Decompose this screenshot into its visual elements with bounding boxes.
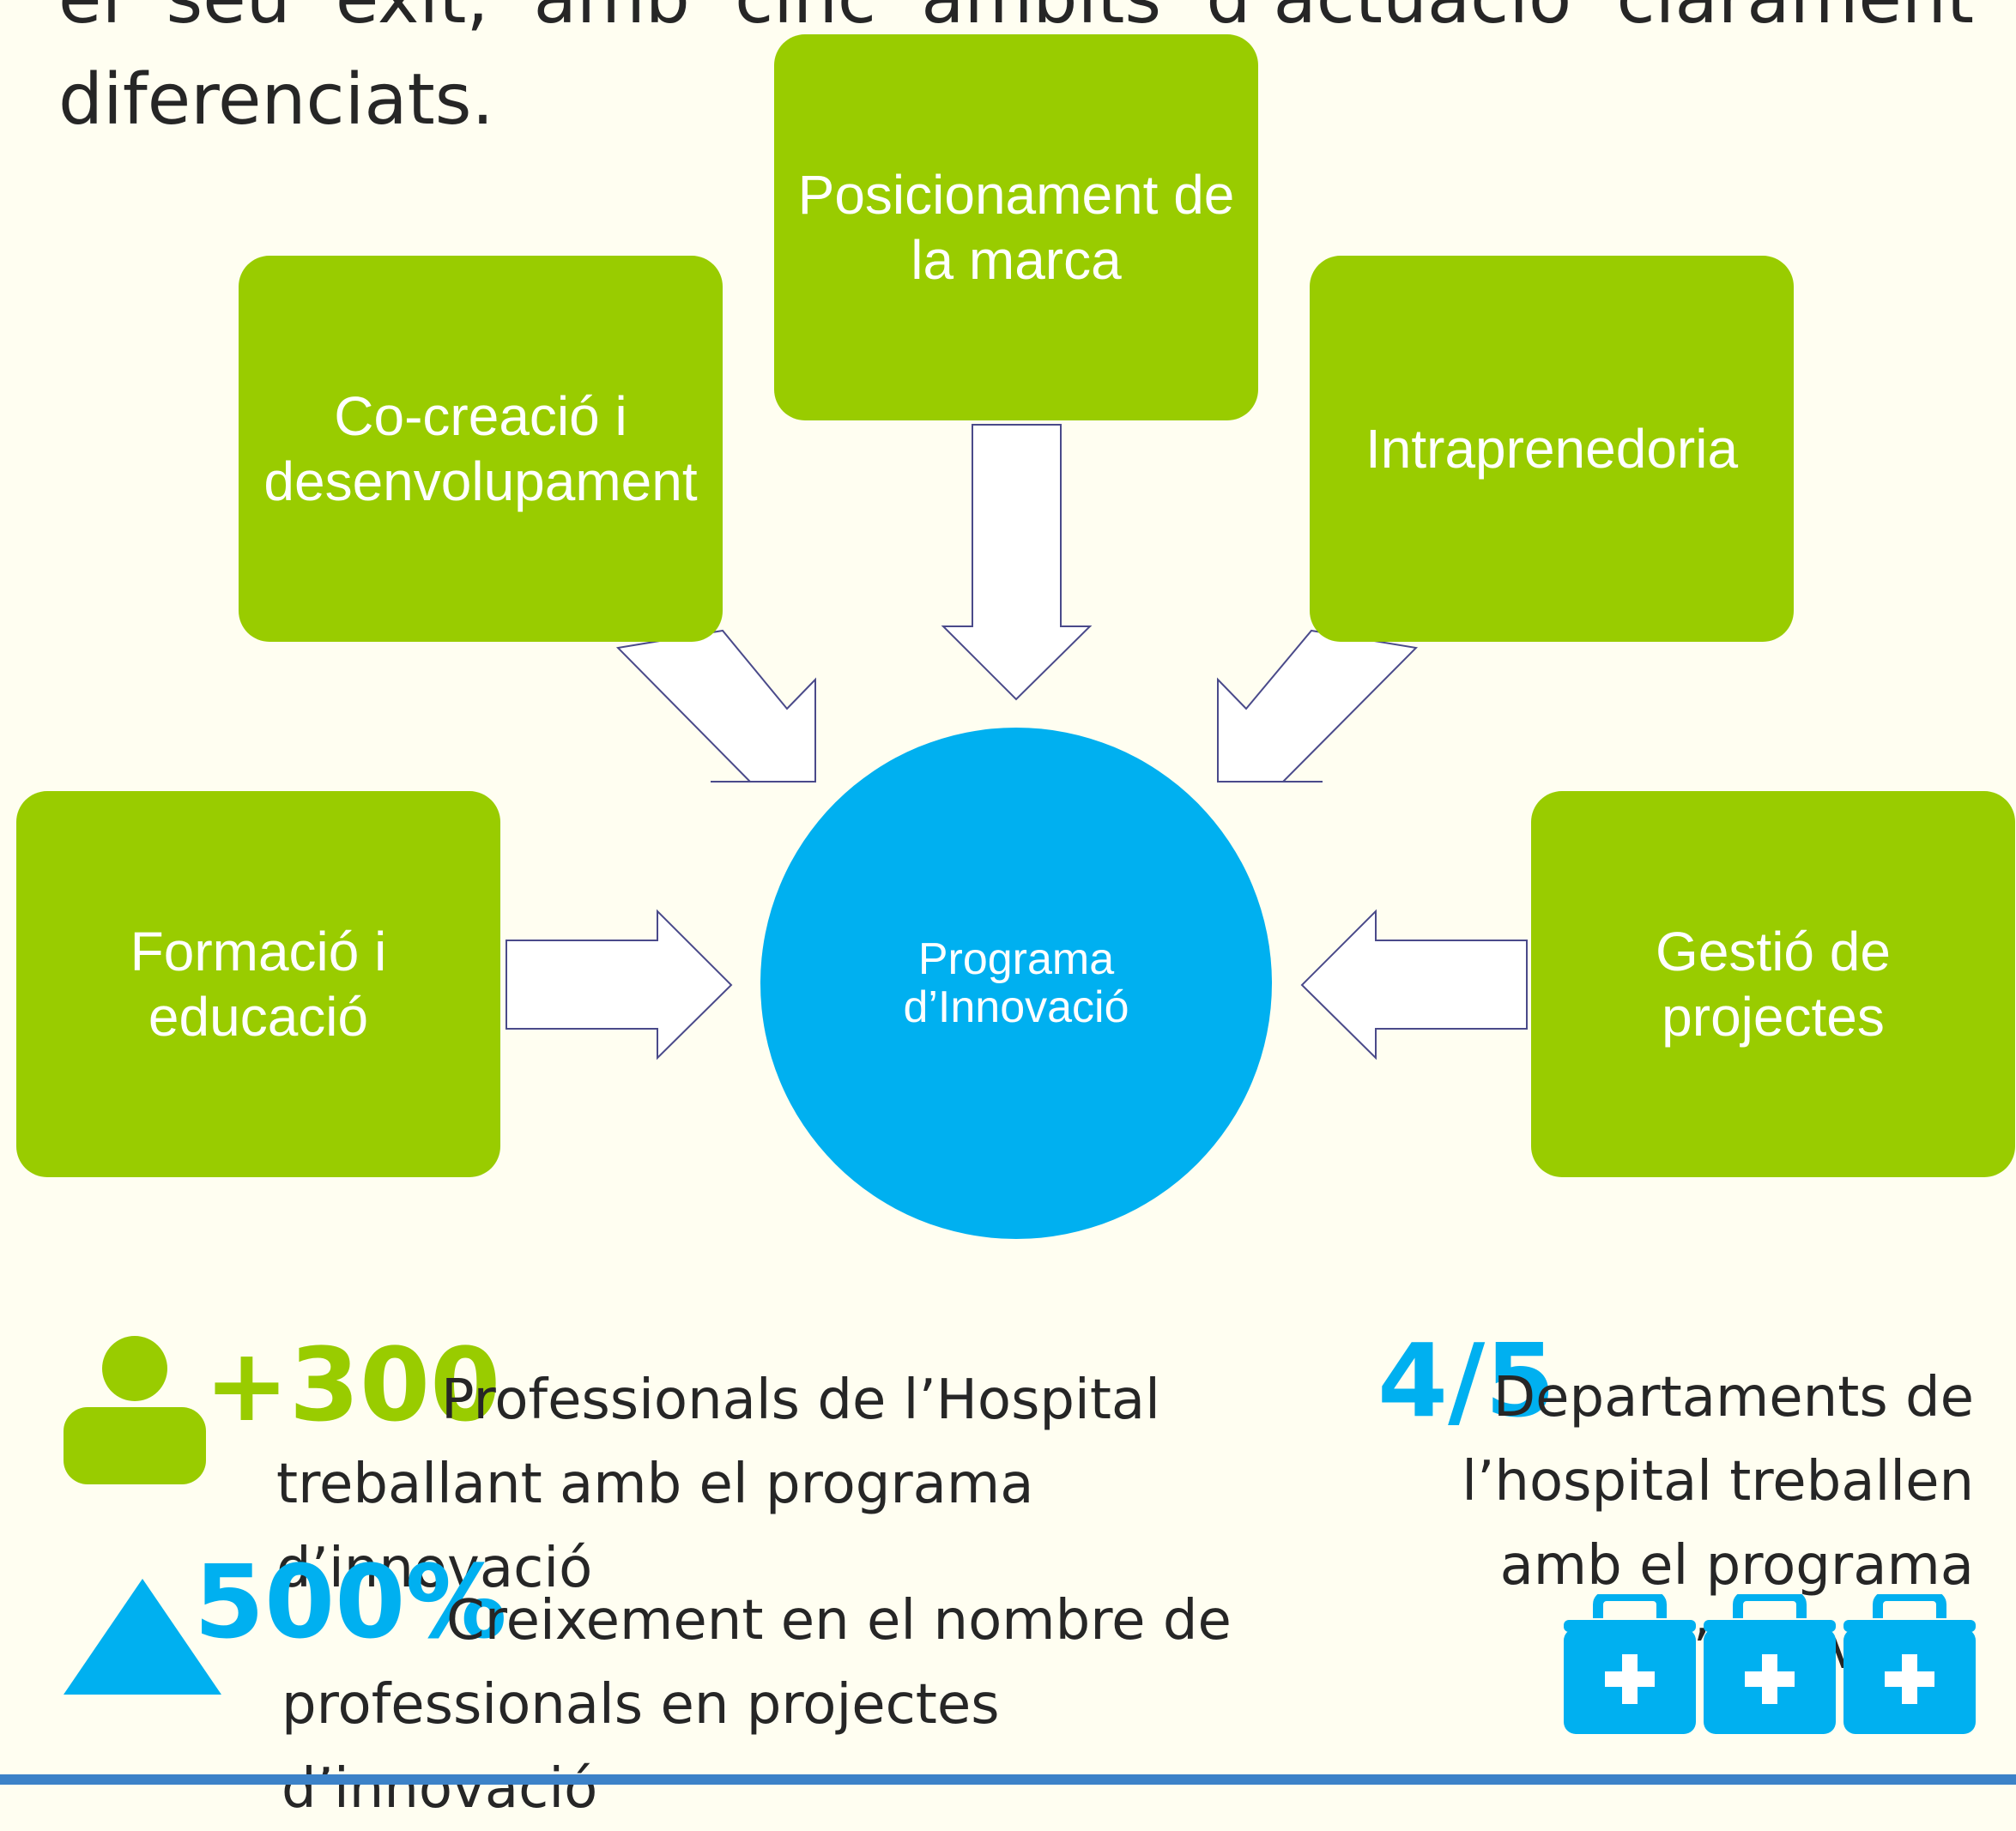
stat-growth-value: 500% bbox=[194, 1543, 507, 1661]
area-cocreation-label: Co-creació i desenvolupament bbox=[263, 385, 698, 512]
arrow-from-projects bbox=[1300, 909, 1528, 1061]
hub-label: Programa d’Innovació bbox=[903, 934, 1129, 1032]
stat-professionals-text: Professionals de l’Hospital treballant a… bbox=[276, 1369, 1160, 1600]
bottom-bar bbox=[0, 1774, 2016, 1785]
arrow-from-training bbox=[506, 909, 733, 1061]
hub-innovation-program: Programa d’Innovació bbox=[760, 728, 1272, 1239]
intro-text: el seu èxit, amb cinc àmbits d’actuació … bbox=[58, 0, 1974, 141]
medical-kits-icon bbox=[1564, 1594, 1976, 1736]
area-training: Formació i educació bbox=[16, 791, 500, 1177]
area-branding: Posicionament de la marca bbox=[774, 34, 1258, 420]
area-intrapreneurship: Intraprenedoria bbox=[1310, 256, 1794, 642]
stat-growth-text: Creixement en el nombre de professionals… bbox=[282, 1589, 1232, 1821]
arrow-from-cocreation bbox=[615, 629, 816, 783]
area-intrapreneurship-label: Intraprenedoria bbox=[1365, 418, 1739, 480]
stat-professionals-value: +300 bbox=[204, 1326, 501, 1444]
area-projects: Gestió de projectes bbox=[1531, 791, 2015, 1177]
area-cocreation: Co-creació i desenvolupament bbox=[239, 256, 723, 642]
arrow-from-intrapreneurship bbox=[1217, 629, 1419, 783]
area-branding-label: Posicionament de la marca bbox=[797, 164, 1235, 291]
area-training-label: Formació i educació bbox=[130, 921, 387, 1048]
growth-triangle-icon bbox=[64, 1579, 221, 1695]
stat-departments-value: 4/5 bbox=[1377, 1321, 1556, 1440]
person-icon bbox=[64, 1336, 206, 1484]
arrow-from-branding bbox=[941, 424, 1093, 701]
area-projects-label: Gestió de projectes bbox=[1656, 921, 1891, 1048]
